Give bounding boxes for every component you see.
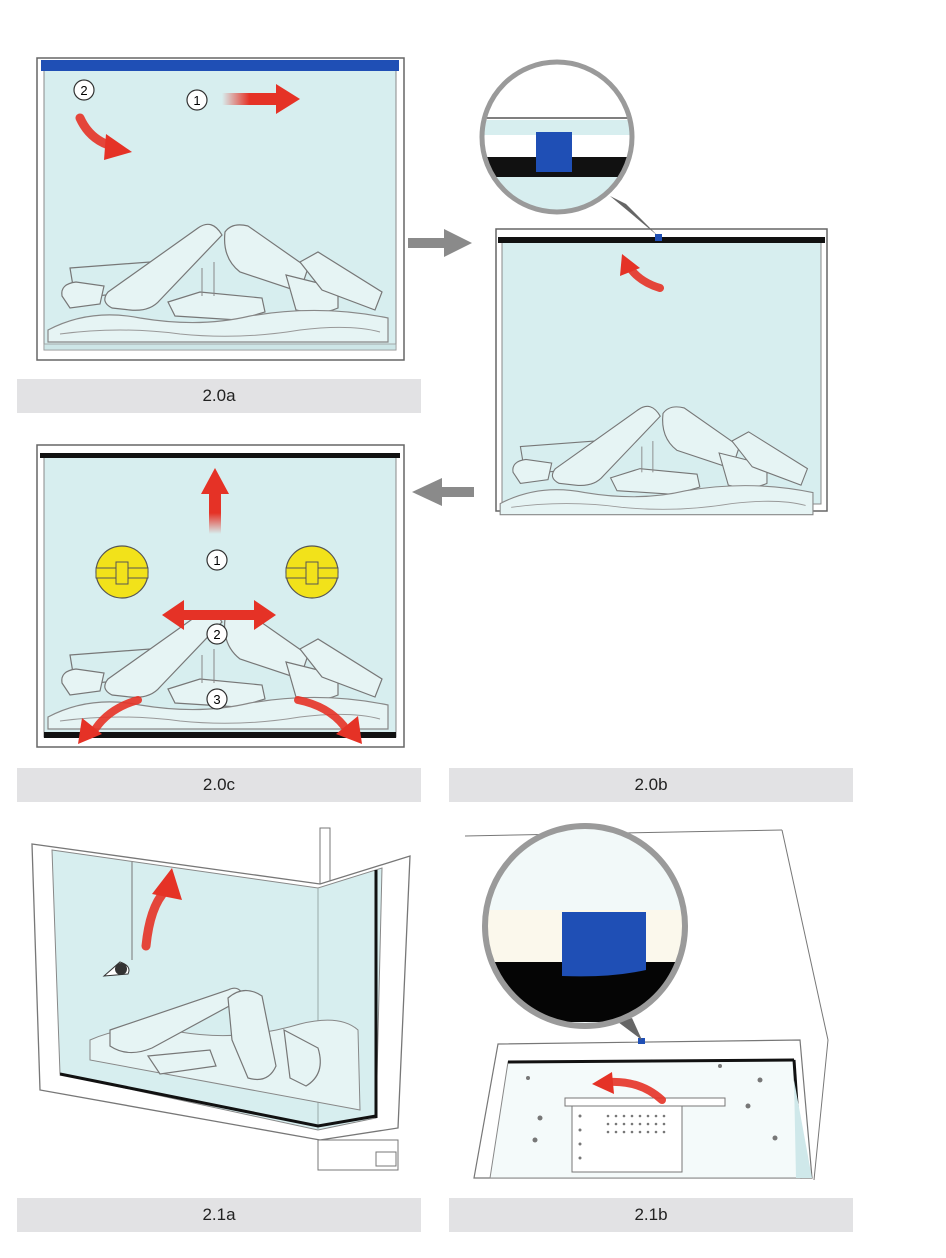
suction-cup-icon [95,545,149,599]
step-2-label: 2 [80,83,87,98]
step-marker-3 [206,688,228,710]
suction-cup-icon [285,545,339,599]
figure-2-0c: 1 2 3 [36,444,405,748]
magnifier-icon [482,62,632,212]
magnifier-pointer [610,196,658,236]
red-arrow-icon [162,600,276,630]
step-1-label: 1 [213,553,220,568]
blue-tape [655,234,662,241]
caption-2-1a: 2.1a [202,1205,236,1224]
black-top-strip [40,453,400,458]
caption-2-1b: 2.1b [634,1205,668,1224]
caption-2-0c: 2.0c [202,775,236,794]
figure-2-0b [479,59,828,516]
red-arrow-icon [222,93,277,105]
red-arrow-icon [92,696,142,732]
caption-2-0a: 2.0a [202,386,236,405]
step-marker-1 [186,89,208,111]
step-marker-2 [206,623,228,645]
step-2-label: 2 [213,627,220,642]
step-1-label: 1 [193,93,200,108]
red-arrow-icon [294,696,348,730]
step-marker-2 [73,79,95,101]
grey-arrow-icon [408,229,472,257]
magnifier-pointer [618,1018,642,1040]
figure-2-0a: 1 2 [17,57,421,413]
red-arrow-icon [209,492,221,534]
step-3-label: 3 [213,692,220,707]
red-arrow-icon [604,1077,666,1104]
magnifier-icon [485,826,685,1026]
blue-top-strip [41,60,399,71]
figure-2-1a [31,827,411,1171]
figure-2-1b [464,823,829,1181]
grey-arrow-icon [412,478,474,506]
step-marker-1 [206,549,228,571]
caption-2-0b: 2.0b [634,775,668,794]
